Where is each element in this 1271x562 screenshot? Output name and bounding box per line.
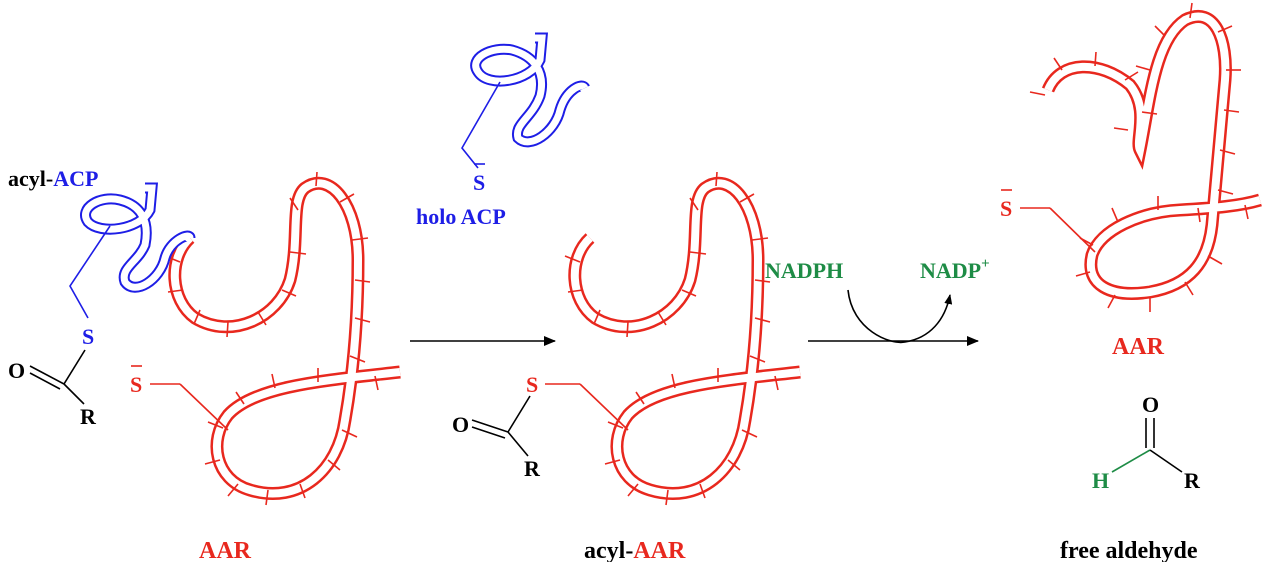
free-aldehyde-label: free aldehyde <box>1060 538 1198 562</box>
acp-coil-left <box>69 182 196 319</box>
thiolate-sulfur: S <box>130 372 142 397</box>
oxygen-atom: O <box>8 358 25 383</box>
thiolate-sulfur-right: S <box>1000 196 1012 221</box>
r-group-middle: R <box>524 456 541 481</box>
aar-enzyme-ribbon-left <box>164 171 401 506</box>
thioester-left: S O R <box>8 324 97 429</box>
aldehyde-hydrogen: H <box>1092 468 1109 493</box>
thioester-middle: S O R <box>452 372 629 481</box>
thioester-sulfur: S <box>82 324 94 349</box>
reaction-arrow-2: NADPH NADP+ <box>765 256 990 346</box>
holo-acp-coil: S <box>461 32 590 195</box>
holo-acp-label: holo ACP <box>416 204 506 229</box>
aar-label-left: AAR <box>199 538 252 562</box>
holo-thiolate-sulfur: S <box>473 170 485 195</box>
acyl-aar-label: acyl-AAR <box>584 538 686 562</box>
thioester-sulfur-middle: S <box>526 372 538 397</box>
nadph-label: NADPH <box>765 258 843 283</box>
aldehyde-r-group: R <box>1184 468 1201 493</box>
thiolate-right: S <box>1000 189 1096 253</box>
acyl-acp-label: acyl-ACP <box>8 166 98 191</box>
aar-enzyme-ribbon-middle <box>564 171 801 506</box>
aar-label-right: AAR <box>1112 334 1165 360</box>
left-panel: acyl-ACP S O R S AAR <box>8 166 401 562</box>
nadp-plus-label: NADP+ <box>920 256 990 283</box>
aldehyde-structure: O H R <box>1092 392 1201 493</box>
thiolate-left: S <box>130 365 229 431</box>
r-group: R <box>80 404 97 429</box>
aar-enzyme-ribbon-right <box>1029 2 1262 312</box>
middle-panel: S holo ACP <box>416 32 801 562</box>
right-panel: S AAR O H R free aldehyde <box>1000 2 1262 562</box>
oxygen-atom-middle: O <box>452 412 469 437</box>
aldehyde-oxygen: O <box>1142 392 1159 417</box>
